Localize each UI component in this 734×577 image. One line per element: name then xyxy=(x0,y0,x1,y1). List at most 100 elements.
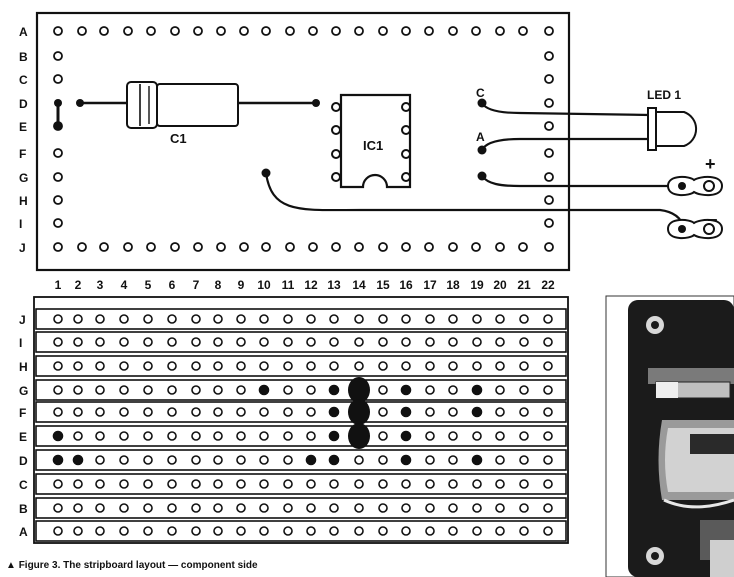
strip-row-label: J xyxy=(19,313,26,327)
stripboard-hole xyxy=(495,407,505,417)
stripboard-hole xyxy=(73,503,83,513)
top-hole xyxy=(285,26,295,36)
top-hole xyxy=(261,242,271,252)
column-label: 5 xyxy=(145,278,152,292)
stripboard-hole xyxy=(354,361,364,371)
stripboard-hole xyxy=(167,431,177,441)
stripboard-hole xyxy=(95,385,105,395)
stripboard-hole xyxy=(354,479,364,489)
top-hole xyxy=(53,51,63,61)
stripboard-hole xyxy=(329,526,339,536)
led-anode-wire xyxy=(481,137,650,151)
stripboard-hole xyxy=(306,385,316,395)
stripboard-hole xyxy=(519,479,529,489)
top-row-label: G xyxy=(19,171,28,185)
top-hole xyxy=(53,218,63,228)
stripboard-hole xyxy=(425,407,435,417)
top-hole xyxy=(544,98,554,108)
stripboard-hole xyxy=(236,407,246,417)
stripboard-hole xyxy=(472,479,482,489)
stripboard-hole xyxy=(259,337,269,347)
stripboard-hole xyxy=(213,385,223,395)
stripboard-hole xyxy=(259,361,269,371)
ic1-label: IC1 xyxy=(363,138,383,153)
stripboard-hole xyxy=(119,361,129,371)
stripboard-hole xyxy=(191,431,201,441)
top-hole xyxy=(239,242,249,252)
stripboard-hole xyxy=(213,503,223,513)
stripboard-hole xyxy=(378,431,388,441)
top-row-label: I xyxy=(19,217,22,231)
top-hole xyxy=(544,218,554,228)
column-label: 12 xyxy=(304,278,318,292)
stripboard-hole xyxy=(519,431,529,441)
stripboard-hole xyxy=(425,385,435,395)
led-cathode-pad xyxy=(477,98,487,108)
stripboard-hole xyxy=(401,526,411,536)
stripboard-hole xyxy=(53,407,63,417)
top-hole xyxy=(53,242,63,252)
column-label: 18 xyxy=(446,278,460,292)
stripboard-hole xyxy=(519,455,529,465)
stripboard-hole xyxy=(283,455,293,465)
top-row-label: D xyxy=(19,97,28,111)
stripboard-hole xyxy=(495,385,505,395)
stripboard-hole xyxy=(143,526,153,536)
top-hole xyxy=(99,26,109,36)
stripboard-hole xyxy=(119,314,129,324)
solder-point xyxy=(328,430,340,442)
stripboard-hole xyxy=(95,455,105,465)
column-label: 9 xyxy=(238,278,245,292)
stripboard-hole xyxy=(495,431,505,441)
top-hole xyxy=(495,242,505,252)
stripboard-hole xyxy=(306,526,316,536)
top-hole xyxy=(53,26,63,36)
top-row-label: B xyxy=(19,50,28,64)
column-label: 8 xyxy=(215,278,222,292)
stripboard-hole xyxy=(543,479,553,489)
stripboard-hole xyxy=(448,479,458,489)
copper-strip xyxy=(35,379,567,401)
top-hole xyxy=(77,242,87,252)
stripboard-hole xyxy=(543,526,553,536)
stripboard-hole xyxy=(259,455,269,465)
positive-wire-pad xyxy=(477,171,487,181)
solder-point xyxy=(328,384,340,396)
solder-point xyxy=(400,454,412,466)
solder-point xyxy=(400,430,412,442)
top-hole xyxy=(495,26,505,36)
stripboard-hole xyxy=(143,337,153,347)
stripboard-hole xyxy=(53,337,63,347)
stripboard-hole xyxy=(53,361,63,371)
stripboard-hole xyxy=(401,361,411,371)
stripboard-hole xyxy=(236,455,246,465)
solder-point xyxy=(258,384,270,396)
strip-row-label: C xyxy=(19,478,28,492)
copper-strip xyxy=(35,308,567,330)
stripboard-hole xyxy=(236,431,246,441)
top-hole xyxy=(146,242,156,252)
stripboard-holes xyxy=(52,314,553,536)
stripboard-hole xyxy=(259,314,269,324)
stripboard-hole xyxy=(143,479,153,489)
stripboard-hole xyxy=(283,526,293,536)
top-hole xyxy=(424,26,434,36)
board-photo xyxy=(605,295,734,577)
stripboard-hole xyxy=(495,337,505,347)
copper-strip xyxy=(35,520,567,542)
stripboard-hole xyxy=(213,407,223,417)
stripboard-hole xyxy=(95,431,105,441)
stripboard-hole xyxy=(329,361,339,371)
solder-point xyxy=(52,430,64,442)
stripboard-hole xyxy=(119,337,129,347)
stripboard-hole xyxy=(73,314,83,324)
stripboard-hole xyxy=(191,361,201,371)
stripboard-hole xyxy=(543,361,553,371)
de-link xyxy=(54,99,62,130)
stripboard-hole xyxy=(283,385,293,395)
stripboard-hole xyxy=(213,337,223,347)
top-hole xyxy=(170,242,180,252)
stripboard-hole xyxy=(378,526,388,536)
stripboard-hole xyxy=(378,503,388,513)
